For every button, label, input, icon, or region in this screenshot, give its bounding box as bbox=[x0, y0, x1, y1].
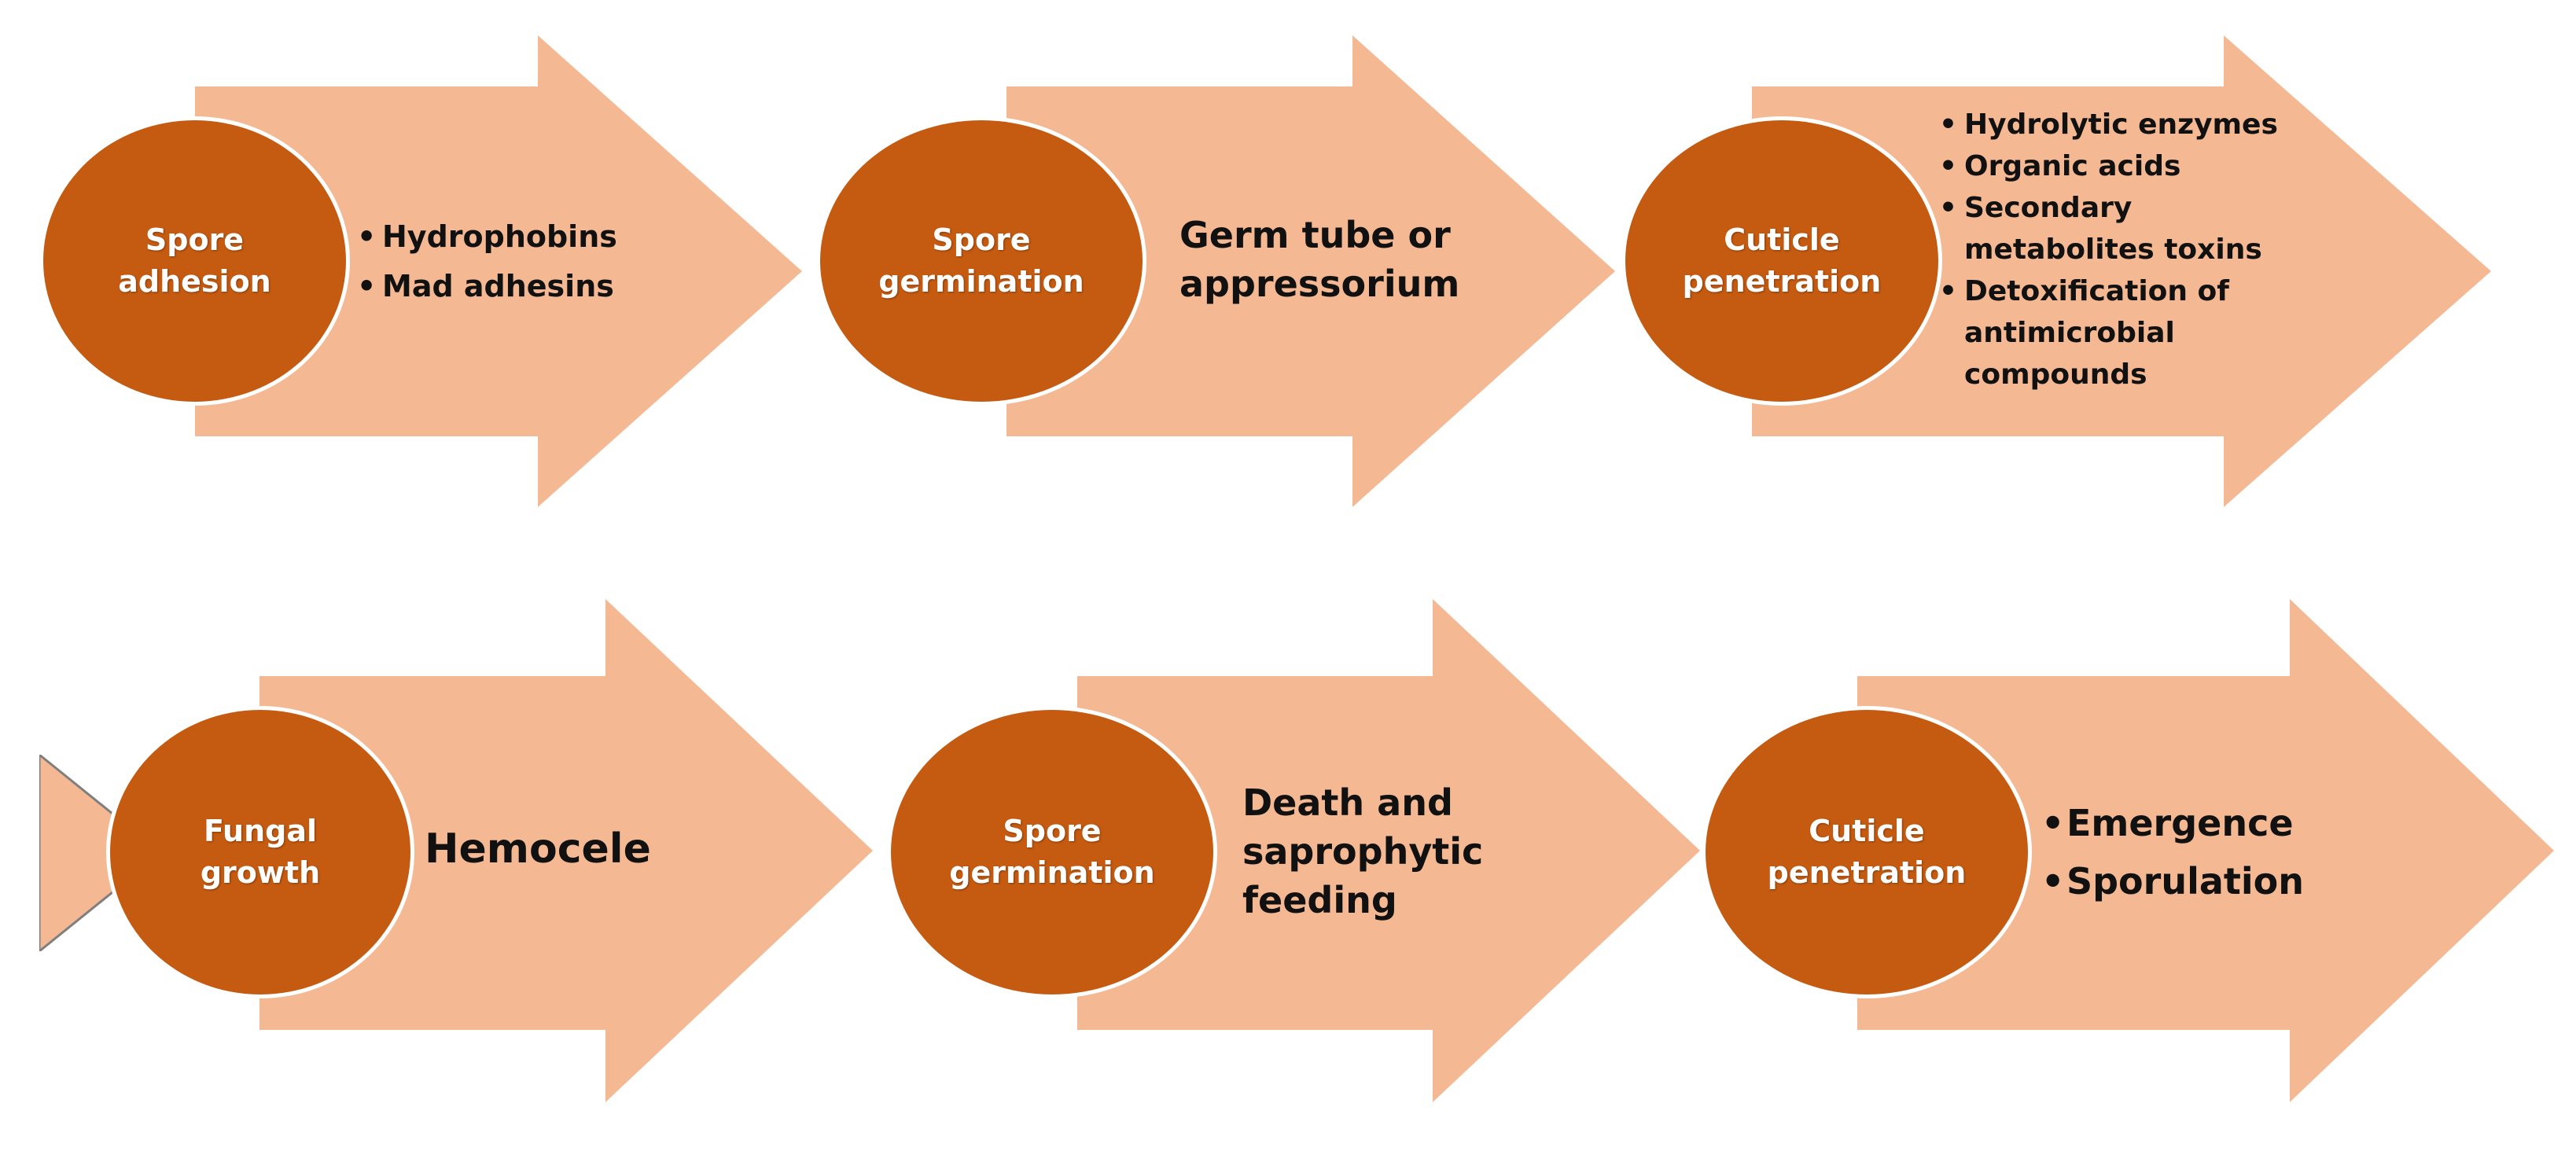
bullet-item: Hydrophobins bbox=[352, 212, 683, 262]
step-label: Spore germination bbox=[878, 222, 1084, 299]
bullet-item: Sporulation bbox=[2037, 852, 2383, 910]
detail-text: Germ tube or appressorium bbox=[1179, 214, 1460, 305]
bullet-item: Emergence bbox=[2037, 794, 2383, 852]
detail-text: Death and saprophytic feeding bbox=[1242, 781, 1484, 921]
bullet-item: Secondary metabolites toxins bbox=[1934, 187, 2328, 270]
step-label: Spore germination bbox=[949, 813, 1155, 890]
step-circle-cuticle-penetration: Cuticle penetration bbox=[1621, 116, 1942, 406]
step-circle-fungal-growth: Fungal growth bbox=[106, 706, 414, 998]
bullet-list: Hydrophobins Mad adhesins bbox=[352, 212, 683, 311]
process-arrow bbox=[1006, 35, 1615, 507]
step-circle-spore-germination: Spore germination bbox=[816, 116, 1146, 406]
process-arrow bbox=[259, 599, 873, 1102]
step-circle-cuticle-penetration-2: Cuticle penetration bbox=[1702, 706, 2032, 998]
step-details-death-feeding: Death and saprophytic feeding bbox=[1242, 778, 1588, 925]
arrow-body bbox=[259, 599, 873, 1102]
step-label: Fungal growth bbox=[200, 813, 321, 890]
step-label: Spore adhesion bbox=[118, 222, 271, 299]
bullet-item: Organic acids bbox=[1934, 145, 2328, 187]
step-details-fungal-growth: Hemocele bbox=[425, 822, 708, 877]
process-arrow bbox=[1077, 599, 1700, 1102]
arrow-body bbox=[1077, 599, 1700, 1102]
step-details-spore-germination: Germ tube or appressorium bbox=[1179, 211, 1541, 308]
row-connector-arrow-icon bbox=[39, 755, 165, 951]
connector-triangle bbox=[39, 755, 164, 951]
step-details-cuticle-penetration: Hydrolytic enzymes Organic acids Seconda… bbox=[1934, 104, 2328, 395]
bullet-item: Detoxification of antimicrobial compound… bbox=[1934, 270, 2328, 395]
arrow-body bbox=[1006, 35, 1615, 507]
step-circle-spore-adhesion: Spore adhesion bbox=[39, 116, 350, 406]
step-label: Cuticle penetration bbox=[1767, 813, 1967, 890]
step-label: Cuticle penetration bbox=[1682, 222, 1882, 299]
bullet-list: Hydrolytic enzymes Organic acids Seconda… bbox=[1934, 104, 2328, 395]
step-circle-spore-germination-2: Spore germination bbox=[887, 706, 1217, 998]
bullet-item: Mad adhesins bbox=[352, 262, 683, 311]
bullet-item: Hydrolytic enzymes bbox=[1934, 104, 2328, 145]
bullet-list: Emergence Sporulation bbox=[2037, 794, 2383, 910]
detail-text: Hemocele bbox=[425, 825, 651, 873]
step-details-spore-adhesion: Hydrophobins Mad adhesins bbox=[352, 212, 683, 311]
step-details-emergence: Emergence Sporulation bbox=[2037, 794, 2383, 910]
